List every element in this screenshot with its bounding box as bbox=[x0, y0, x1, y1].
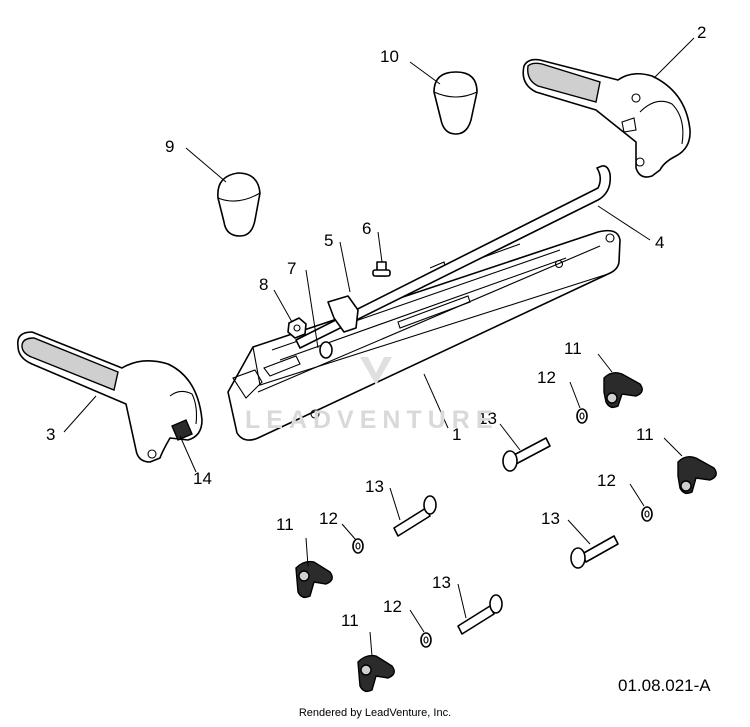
callout-5: 5 bbox=[324, 231, 333, 250]
nut-part-8 bbox=[287, 317, 307, 339]
star-knob-part-11 bbox=[357, 654, 395, 693]
star-knob-part-11 bbox=[603, 371, 643, 409]
star-knob-part-11 bbox=[295, 560, 333, 599]
rod-part-4 bbox=[295, 165, 612, 349]
handle-part-3 bbox=[16, 331, 203, 463]
callout-labels: 2 10 9 6 5 4 7 8 11 12 3 13 1 11 14 12 1… bbox=[46, 23, 706, 630]
callout-12-d: 12 bbox=[383, 597, 402, 616]
callout-12-a: 12 bbox=[537, 368, 556, 387]
callout-13-a: 13 bbox=[478, 409, 497, 428]
callout-9: 9 bbox=[165, 137, 174, 156]
callout-11-d: 11 bbox=[341, 611, 359, 630]
callout-10: 10 bbox=[380, 47, 399, 66]
bolt-part-13 bbox=[570, 535, 619, 569]
callout-13-d: 13 bbox=[432, 573, 451, 592]
washer-part-7 bbox=[319, 341, 333, 359]
clip-part-5 bbox=[327, 295, 359, 333]
star-knob-part-11 bbox=[677, 455, 717, 495]
callout-3: 3 bbox=[46, 425, 55, 444]
callout-7: 7 bbox=[287, 259, 296, 278]
callout-1: 1 bbox=[452, 425, 461, 444]
diagram-reference-code: 01.08.021-A bbox=[618, 676, 711, 695]
callout-11-b: 11 bbox=[636, 425, 654, 444]
callout-2: 2 bbox=[697, 23, 706, 42]
washer-part-12 bbox=[641, 506, 653, 522]
washer-part-12 bbox=[352, 538, 364, 554]
screw-part-6 bbox=[372, 261, 391, 277]
callout-11-c: 11 bbox=[276, 515, 294, 534]
bolt-part-13 bbox=[502, 437, 551, 472]
knob-part-9 bbox=[217, 172, 261, 237]
insert-part-14 bbox=[171, 419, 193, 441]
callout-6: 6 bbox=[362, 219, 371, 238]
callout-13-b: 13 bbox=[365, 477, 384, 496]
callout-13-c: 13 bbox=[541, 509, 560, 528]
handle-part-2 bbox=[522, 58, 691, 178]
callout-12-c: 12 bbox=[319, 509, 338, 528]
leader-lines bbox=[63, 37, 695, 657]
knob-part-10 bbox=[433, 71, 478, 135]
callout-12-b: 12 bbox=[597, 471, 616, 490]
bolt-part-13 bbox=[457, 594, 503, 635]
washer-part-12 bbox=[420, 632, 432, 648]
callout-4: 4 bbox=[655, 233, 664, 252]
callout-11-a: 11 bbox=[564, 339, 582, 358]
washer-part-12 bbox=[576, 408, 588, 424]
bolt-part-13 bbox=[393, 495, 437, 537]
callout-8: 8 bbox=[259, 275, 268, 294]
callout-14: 14 bbox=[193, 469, 212, 488]
render-credit: Rendered by LeadVenture, Inc. bbox=[298, 707, 452, 719]
